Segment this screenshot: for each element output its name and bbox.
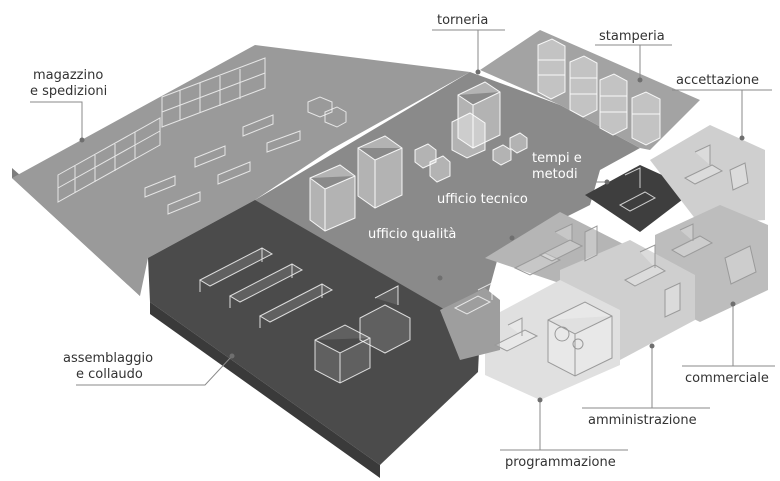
marker-assemblaggio	[229, 353, 235, 359]
area-accettazione	[650, 125, 765, 225]
marker-ufficio-tecnico	[509, 235, 515, 241]
crate	[324, 106, 347, 128]
production-machines	[309, 81, 528, 232]
machine-small	[429, 155, 451, 183]
leader-assemblaggio	[76, 355, 233, 386]
table	[266, 130, 301, 153]
test-station	[359, 285, 411, 354]
table	[144, 175, 176, 198]
area-magazzino	[12, 45, 470, 296]
label-commerciale: commerciale	[685, 371, 769, 386]
machine-cnc	[357, 135, 403, 209]
desk	[513, 223, 573, 276]
marker-tempi	[604, 179, 610, 185]
warehouse-shelving	[57, 57, 347, 215]
label-torneria: torneria	[437, 13, 488, 28]
area-assemblaggio	[148, 200, 480, 465]
area-ufficio-qualita	[440, 288, 500, 360]
marker-torneria	[475, 69, 481, 75]
desk	[683, 144, 749, 191]
leader-accettazione	[672, 89, 772, 138]
leader-commerciale	[682, 304, 775, 367]
leader-programmazione	[500, 400, 628, 451]
crate	[307, 96, 333, 118]
desk	[623, 244, 681, 318]
marker-magazzino	[79, 137, 85, 143]
marker-programmazione	[537, 397, 543, 403]
label-assemblaggio-line2: e collaudo	[76, 367, 143, 382]
area-stamperia	[480, 30, 700, 150]
machine-cnc	[309, 164, 356, 232]
test-station	[314, 324, 371, 384]
safe-dial	[554, 326, 570, 342]
label-assemblaggio-line1: assemblaggio	[63, 351, 153, 366]
leader-ufficio-qualita	[366, 242, 468, 278]
press-machine	[537, 38, 566, 100]
label-tempi-line2: metodi	[532, 167, 578, 182]
table	[194, 145, 226, 168]
leader-magazzino	[30, 101, 83, 140]
assembly-bench	[198, 247, 274, 292]
area-labels: magazzino e spedizioni torneria stamperi…	[30, 13, 769, 470]
label-tempi-line1: tempi e	[532, 151, 582, 166]
assembly-bench	[228, 263, 304, 308]
label-amministrazione: amministrazione	[588, 413, 697, 428]
stamping-presses	[537, 38, 661, 146]
machine-small	[509, 132, 528, 154]
desk	[538, 225, 598, 262]
label-stamperia: stamperia	[599, 29, 665, 44]
press-machine	[599, 73, 628, 136]
marker-ufficio-qualita	[437, 275, 443, 281]
label-accettazione: accettazione	[676, 73, 759, 88]
desk	[618, 167, 657, 212]
marker-stamperia	[637, 77, 643, 83]
safe-dial	[572, 338, 584, 350]
machine-torneria	[451, 112, 486, 159]
assembly-bench	[258, 283, 334, 328]
marker-commerciale	[730, 301, 736, 307]
table	[242, 114, 274, 137]
desk	[670, 223, 757, 285]
marker-amministrazione	[649, 343, 655, 349]
press-machine	[631, 91, 661, 146]
leader-ufficio-tecnico	[435, 207, 540, 238]
area-produzione	[148, 72, 640, 360]
label-programmazione: programmazione	[505, 455, 616, 470]
leader-stamperia	[595, 44, 672, 80]
label-magazzino-line2: e spedizioni	[30, 84, 107, 99]
machine-small	[492, 144, 512, 166]
label-ufficio-tecnico: ufficio tecnico	[437, 192, 528, 207]
leader-torneria	[432, 29, 505, 72]
desk	[493, 317, 539, 352]
table	[167, 191, 201, 215]
assembly-front-wall	[150, 302, 380, 478]
leader-lines	[30, 29, 775, 451]
leader-amministrazione	[582, 346, 710, 409]
marker-accettazione	[739, 135, 745, 141]
shelf-rack	[161, 57, 266, 128]
press-machine	[569, 55, 598, 118]
bench	[453, 282, 493, 315]
label-ufficio-qualita: ufficio qualità	[368, 227, 456, 242]
shelf-rack	[57, 117, 161, 203]
machine-torneria	[457, 81, 501, 149]
office-furniture	[453, 144, 757, 377]
assembly-benches	[198, 247, 411, 384]
table	[217, 161, 251, 185]
label-magazzino-line1: magazzino	[33, 68, 103, 83]
